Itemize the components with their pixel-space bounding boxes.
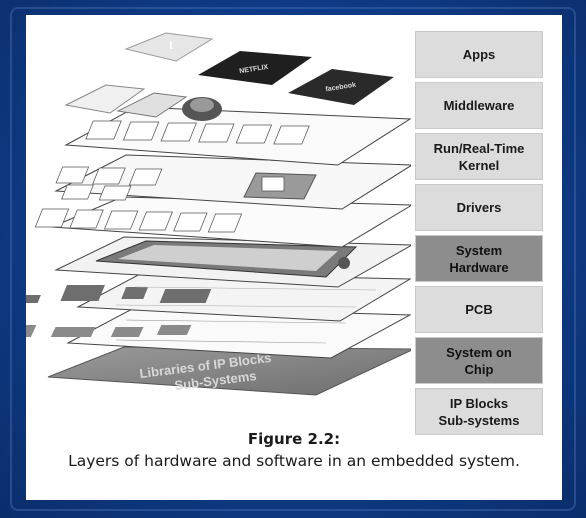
system-hardware-layer (54, 236, 411, 288)
facebook-icon-label: facebook (325, 82, 357, 94)
caption-title: Figure 2.2: (247, 430, 341, 448)
figure-caption: Figure 2.2: Layers of hardware and softw… (26, 430, 562, 470)
ip-blocks-base-layer: Libraries of IP Blocks Sub-Systems (47, 346, 411, 396)
kernel-layer (54, 154, 411, 210)
drivers-layer (34, 196, 411, 248)
figure-card: Libraries of IP Blocks Sub-Systems (26, 15, 562, 500)
exploded-layers-illustration: Libraries of IP Blocks Sub-Systems (26, 32, 411, 396)
layer-box-drivers: Drivers (415, 184, 543, 231)
layer-box-middleware: Middleware (415, 82, 543, 129)
layer-box-apps: Apps (415, 31, 543, 78)
middleware-layer (64, 106, 411, 166)
layer-box-pcb: PCB (415, 286, 543, 333)
netflix-icon-label: NETFLIX (239, 64, 269, 76)
caption-text: Layers of hardware and software in an em… (68, 452, 520, 470)
app-icons: t NETFLIX facebook (64, 32, 394, 121)
svg-text:t: t (169, 38, 173, 52)
